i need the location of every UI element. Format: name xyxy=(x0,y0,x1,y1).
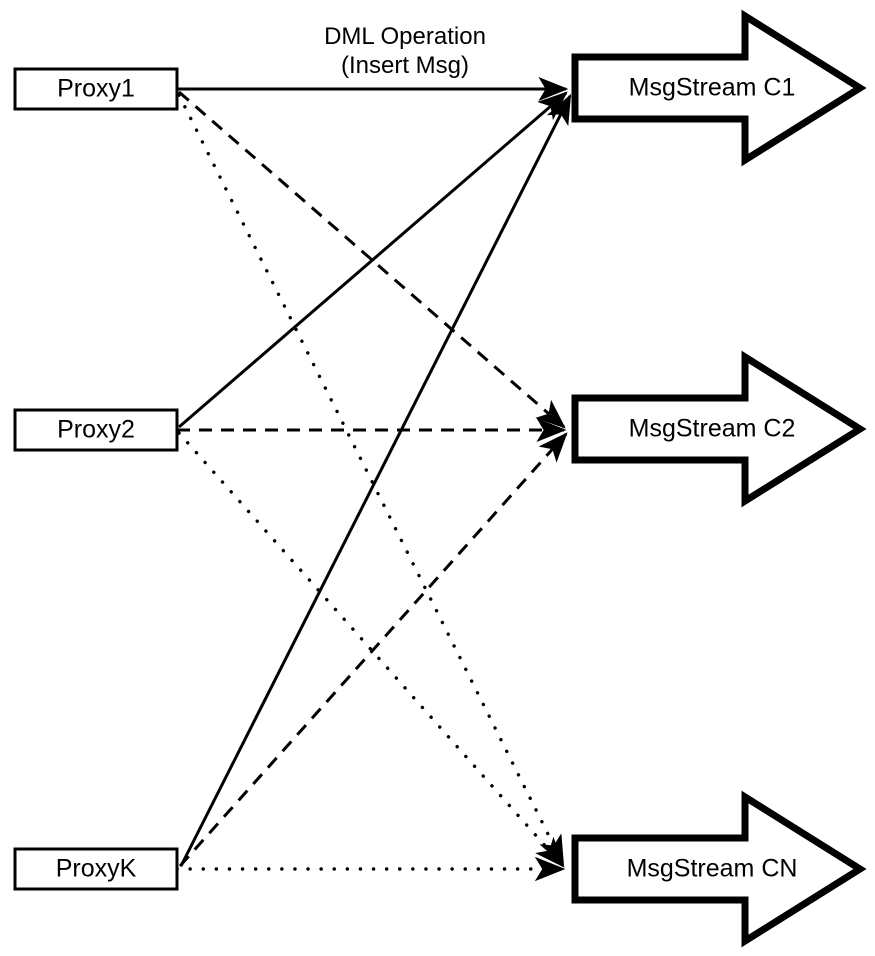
msgstream-c2-arrow-shape[interactable] xyxy=(571,350,867,508)
node-msgstream-cn[interactable]: MsgStream CN xyxy=(571,790,867,948)
node-msgstream-c2[interactable]: MsgStream C2 xyxy=(571,350,867,508)
node-proxy2[interactable]: Proxy2 xyxy=(13,408,179,452)
edge-label-dml-operation-line1: DML Operation xyxy=(324,23,486,50)
proxyk-label: ProxyK xyxy=(56,855,137,883)
proxy2-box[interactable] xyxy=(13,408,179,452)
node-proxyk[interactable]: ProxyK xyxy=(13,847,179,891)
msgstream-c2-label: MsgStream C2 xyxy=(629,415,796,443)
proxy1-box[interactable] xyxy=(13,67,179,111)
proxyk-box[interactable] xyxy=(13,847,179,891)
msgstream-cn-label: MsgStream CN xyxy=(627,855,798,883)
proxy1-label: Proxy1 xyxy=(57,75,135,103)
node-proxy1[interactable]: Proxy1 xyxy=(13,67,179,111)
msgstream-c1-arrow-shape[interactable] xyxy=(571,9,867,167)
proxy2-label: Proxy2 xyxy=(57,416,135,444)
edge-proxyk-to-stream-c1 xyxy=(179,93,572,867)
msgstream-cn-arrow-shape[interactable] xyxy=(571,790,867,948)
edge-proxy2-to-stream-cn xyxy=(177,431,565,868)
msgstream-c1-label: MsgStream C1 xyxy=(629,74,796,102)
edge-label-dml-operation-line2: (Insert Msg) xyxy=(341,52,469,79)
node-msgstream-c1[interactable]: MsgStream C1 xyxy=(571,9,867,167)
edge-proxyk-to-stream-c2 xyxy=(178,432,568,867)
edge-proxy1-to-stream-c2 xyxy=(178,90,566,429)
edge-proxy1-to-stream-cn xyxy=(177,93,565,867)
edge-proxy2-to-stream-c1 xyxy=(178,91,568,429)
